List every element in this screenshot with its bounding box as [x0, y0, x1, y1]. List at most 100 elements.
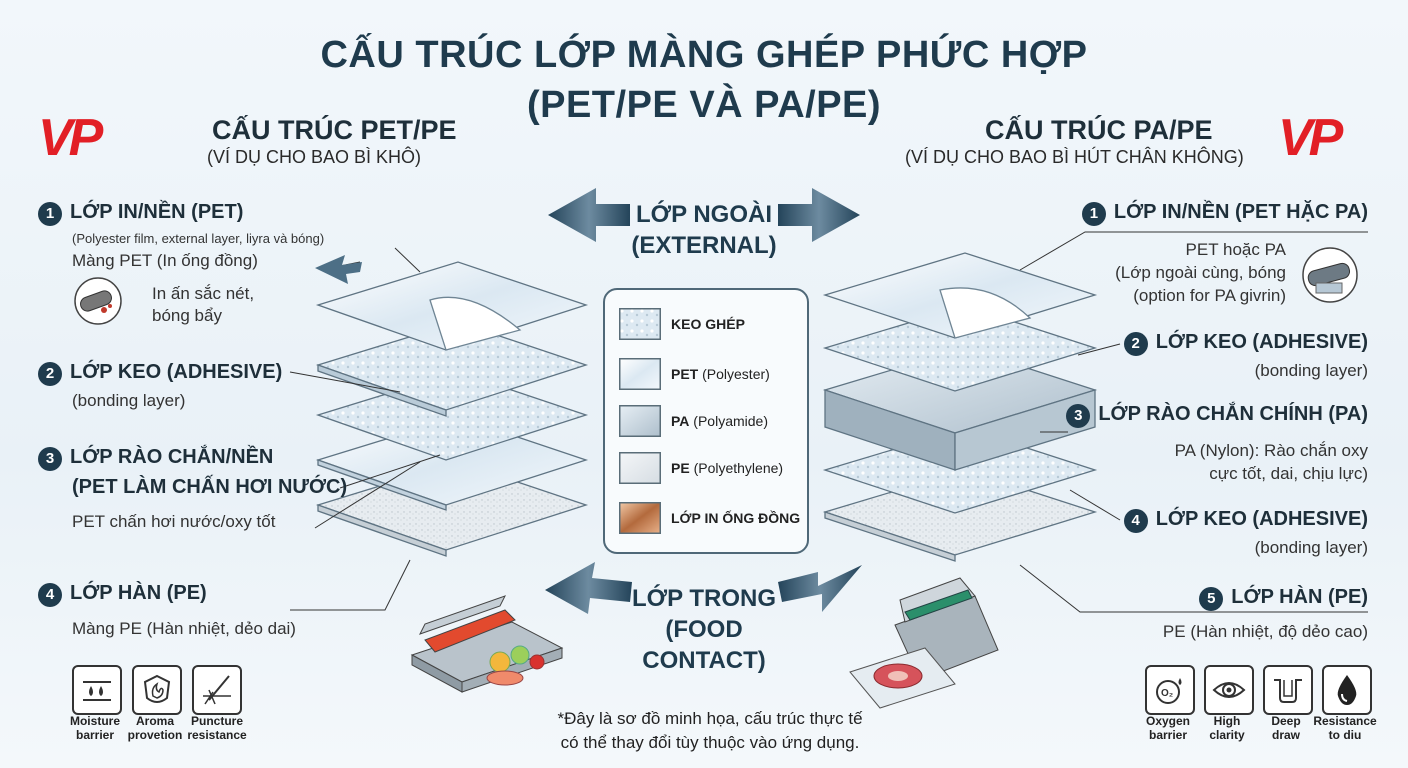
left-feature-icon-3	[192, 665, 242, 715]
right-feature-icon-1: O₂	[1145, 665, 1195, 715]
layer-number-badge: 1	[1082, 202, 1106, 226]
right-feature-icon-2	[1204, 665, 1254, 715]
main-title-line-1: CẤU TRÚC LỚP MÀNG GHÉP PHỨC HỢP	[0, 34, 1408, 77]
right-layer-5: 5 LỚP HÀN (PE)	[1199, 586, 1368, 611]
layer-number-badge: 4	[1124, 509, 1148, 533]
brand-logo-left: VP	[38, 108, 99, 168]
printing-roller-icon	[72, 276, 142, 326]
left-layer-1-icon-note-2: bóng bẩy	[152, 306, 222, 326]
layer-title: LỚP KEO (ADHESIVE)	[1156, 331, 1368, 353]
left-layer-3-note: PET chấn hơi nước/oxy tốt	[72, 512, 275, 532]
puncture-icon	[192, 665, 242, 715]
left-layer-stack	[318, 262, 586, 556]
outer-label-2: (EXTERNAL)	[604, 230, 804, 261]
adhesive-swatch	[619, 308, 661, 340]
right-structure-subheading: (VÍ DỤ CHO BAO BÌ HÚT CHÂN KHÔNG)	[905, 147, 1244, 168]
material-legend: KEO GHÉP PET (Polyester) PA (Polyamide) …	[603, 288, 809, 554]
layer-number-badge: 2	[1124, 332, 1148, 356]
legend-label: PA	[671, 413, 689, 429]
layer-title: LỚP HÀN (PE)	[1231, 586, 1368, 608]
layer-number-badge: 5	[1199, 587, 1223, 611]
right-layer-1-note-3: (option for PA givrin)	[1133, 286, 1286, 306]
legend-item-copper-print: LỚP IN ỐNG ĐỒNG	[619, 500, 800, 536]
outer-label-1: LỚP NGOÀI	[604, 199, 804, 230]
legend-item-pa: PA (Polyamide)	[619, 403, 768, 439]
right-layer-2-note: (bonding layer)	[1255, 361, 1368, 381]
aroma-icon	[132, 665, 182, 715]
legend-label: LỚP IN ỐNG ĐỒNG	[671, 510, 800, 526]
left-layer-3-title-2: (PET LÀM CHẤN HƠI NƯỚC)	[72, 476, 347, 499]
layer-number-badge: 1	[38, 202, 62, 226]
copper-swatch	[619, 502, 661, 534]
outer-layer-label: LỚP NGOÀI (EXTERNAL)	[604, 199, 804, 261]
footnote: *Đây là sơ đồ minh họa, cấu trúc thực tế…	[545, 707, 875, 755]
layer-title: LỚP IN/NỀN (PET HẶC PA)	[1114, 201, 1368, 223]
legend-label: PET	[671, 366, 698, 382]
layer-title: LỚP IN/NỀN (PET)	[70, 201, 243, 223]
right-layer-3-note-2: cực tốt, dai, chịu lực)	[1209, 464, 1368, 484]
layer-title: LỚP KEO (ADHESIVE)	[70, 361, 282, 383]
oil-drop-icon	[1322, 665, 1372, 715]
layer-number-badge: 4	[38, 583, 62, 607]
layer-number-badge: 3	[1066, 404, 1090, 428]
moisture-icon	[72, 665, 122, 715]
layer-number-badge: 3	[38, 447, 62, 471]
layer-title: LỚP HÀN (PE)	[70, 582, 207, 604]
right-feature-icon-4	[1322, 665, 1372, 715]
right-layer-stack	[825, 253, 1095, 561]
left-structure-heading: CẤU TRÚC PET/PE	[212, 115, 457, 146]
legend-item-adhesive: KEO GHÉP	[619, 306, 745, 342]
right-feature-icon-3	[1263, 665, 1313, 715]
inner-label-2: (FOOD CONTACT)	[604, 614, 804, 676]
left-layer-4: 4 LỚP HÀN (PE)	[38, 582, 207, 607]
left-peel-arrow	[315, 255, 362, 284]
eye-icon	[1204, 665, 1254, 715]
footnote-line-2: có thể thay đổi tùy thuộc vào ứng dụng.	[545, 731, 875, 755]
legend-label: PE	[671, 460, 690, 476]
right-structure-heading: CẤU TRÚC PA/PE	[985, 115, 1213, 146]
layer-title: LỚP KEO (ADHESIVE)	[1156, 508, 1368, 530]
right-layer-5-note: PE (Hàn nhiệt, độ dẻo cao)	[1163, 622, 1368, 642]
right-feature-label-1: Oxygenbarrier	[1137, 714, 1199, 742]
legend-desc: (Polyethylene)	[690, 460, 783, 476]
legend-label: KEO GHÉP	[671, 316, 745, 332]
right-sealer-illustration	[850, 578, 998, 708]
right-layer-1-note-1: PET hoặc PA	[1186, 240, 1286, 260]
right-layer-3-note-1: PA (Nylon): Rào chắn oxy	[1175, 441, 1368, 461]
left-layer-1-note: Màng PET (In ống đồng)	[72, 251, 258, 271]
left-layer-1: 1 LỚP IN/NỀN (PET)	[38, 201, 243, 226]
brand-logo-right: VP	[1278, 108, 1339, 168]
printing-roller-icon	[1296, 245, 1366, 305]
right-layer-4: 4 LỚP KEO (ADHESIVE)	[1124, 508, 1368, 533]
left-feature-icon-2	[132, 665, 182, 715]
svg-text:O₂: O₂	[1161, 688, 1173, 699]
inner-label-1: LỚP TRONG	[604, 583, 804, 614]
legend-desc: (Polyamide)	[689, 413, 768, 429]
legend-item-pet: PET (Polyester)	[619, 356, 770, 392]
left-layer-1-icon-note-1: In ấn sắc nét,	[152, 284, 254, 304]
left-structure-subheading: (VÍ DỤ CHO BAO BÌ KHÔ)	[207, 147, 421, 168]
layer-number-badge: 2	[38, 362, 62, 386]
right-layer-2: 2 LỚP KEO (ADHESIVE)	[1124, 331, 1368, 356]
layer-title: LỚP RÀO CHẮN CHÍNH (PA)	[1098, 403, 1368, 425]
pet-swatch	[619, 358, 661, 390]
left-feature-icon-1	[72, 665, 122, 715]
right-layer-1-note-2: (Lớp ngoài cùng, bóng	[1115, 263, 1286, 283]
legend-desc: (Polyester)	[698, 366, 770, 382]
left-sealer-illustration	[412, 596, 562, 692]
left-layer-4-note: Màng PE (Hàn nhiệt, dẻo dai)	[72, 619, 296, 639]
pe-swatch	[619, 452, 661, 484]
footnote-line-1: *Đây là sơ đồ minh họa, cấu trúc thực tế	[545, 707, 875, 731]
left-layer-2-note: (bonding layer)	[72, 391, 185, 411]
right-layer-1: 1 LỚP IN/NỀN (PET HẶC PA)	[1082, 201, 1368, 226]
oxygen-icon: O₂	[1145, 665, 1195, 715]
legend-item-pe: PE (Polyethylene)	[619, 450, 783, 486]
left-layer-1-small-note: (Polyester film, external layer, liyra v…	[72, 231, 324, 246]
inner-layer-label: LỚP TRONG (FOOD CONTACT)	[604, 583, 804, 676]
